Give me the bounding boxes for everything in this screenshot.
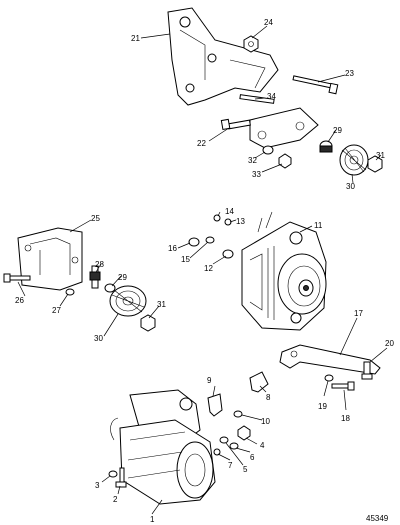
bolt-26 bbox=[3, 273, 31, 283]
bolt-20 bbox=[361, 361, 373, 380]
callout-5: 5 bbox=[243, 465, 248, 474]
bolt-23 bbox=[292, 75, 339, 95]
callout-18: 18 bbox=[341, 414, 350, 423]
spacer-29-upper bbox=[319, 140, 333, 153]
washer-3 bbox=[108, 470, 118, 478]
washer-6 bbox=[229, 442, 239, 450]
idler-pulley-30-upper bbox=[339, 144, 369, 176]
idler-pulley-30-lower bbox=[109, 285, 147, 317]
washer-7 bbox=[213, 448, 221, 456]
callout-29-upper: 29 bbox=[333, 126, 342, 135]
adjusting-bracket bbox=[249, 107, 319, 149]
callout-28: 28 bbox=[95, 260, 104, 269]
hardware-14 bbox=[213, 214, 221, 222]
nut-24 bbox=[243, 35, 259, 53]
callout-6: 6 bbox=[250, 453, 255, 462]
bolt-18 bbox=[331, 381, 355, 391]
idler-bracket bbox=[17, 227, 83, 291]
terminal-9 bbox=[207, 393, 223, 417]
washer-5 bbox=[219, 436, 229, 444]
callout-23: 23 bbox=[345, 69, 354, 78]
bolt-2 bbox=[115, 467, 127, 488]
callout-2: 2 bbox=[113, 495, 118, 504]
hardware-16 bbox=[188, 237, 200, 247]
nut-33 bbox=[278, 153, 292, 169]
nut-4 bbox=[237, 425, 251, 441]
callout-24: 24 bbox=[264, 18, 273, 27]
callout-4: 4 bbox=[260, 441, 265, 450]
callout-1: 1 bbox=[150, 515, 155, 524]
callout-20: 20 bbox=[385, 339, 394, 348]
callout-3: 3 bbox=[95, 481, 100, 490]
callout-10: 10 bbox=[261, 417, 270, 426]
callout-19: 19 bbox=[318, 402, 327, 411]
callout-30-upper: 30 bbox=[346, 182, 355, 191]
callout-22: 22 bbox=[197, 139, 206, 148]
nut-31-lower bbox=[140, 314, 156, 332]
callout-9: 9 bbox=[207, 376, 212, 385]
alternator bbox=[241, 211, 327, 331]
leader-lines bbox=[17, 25, 388, 515]
callout-29: 29 bbox=[118, 273, 127, 282]
starter-motor bbox=[110, 389, 216, 505]
washer-19 bbox=[324, 374, 334, 382]
spacer-29-lower bbox=[104, 283, 116, 293]
bolt-22 bbox=[220, 118, 251, 131]
callout-11: 11 bbox=[314, 221, 323, 230]
callout-21: 21 bbox=[131, 34, 140, 43]
callout-25: 25 bbox=[91, 214, 100, 223]
callout-27: 27 bbox=[52, 306, 61, 315]
washer-10 bbox=[233, 410, 243, 418]
figure-number: 45349 bbox=[366, 514, 389, 523]
boot-8 bbox=[249, 371, 269, 393]
callout-31: 31 bbox=[157, 300, 166, 309]
callout-33: 33 bbox=[252, 170, 261, 179]
callout-34: 34 bbox=[267, 92, 276, 101]
stud-28 bbox=[89, 265, 101, 289]
callout-30: 30 bbox=[94, 334, 103, 343]
callout-26: 26 bbox=[15, 296, 24, 305]
brace bbox=[279, 344, 381, 375]
washer-32 bbox=[262, 145, 274, 155]
callout-8: 8 bbox=[266, 393, 271, 402]
washer-27 bbox=[65, 288, 75, 296]
callout-15: 15 bbox=[181, 255, 190, 264]
callout-14: 14 bbox=[225, 207, 234, 216]
callout-7: 7 bbox=[228, 461, 233, 470]
callout-32: 32 bbox=[248, 156, 257, 165]
callout-13: 13 bbox=[236, 217, 245, 226]
hardware-15 bbox=[205, 236, 215, 244]
alternator-mounting-bracket bbox=[167, 7, 279, 106]
nut-31-upper bbox=[367, 155, 383, 173]
callout-16: 16 bbox=[168, 244, 177, 253]
callout-17: 17 bbox=[354, 309, 363, 318]
callout-12: 12 bbox=[204, 264, 213, 273]
callout-labels: 1 2 3 4 5 6 7 8 9 10 11 12 13 14 15 16 1… bbox=[15, 18, 394, 524]
callout-31-upper: 31 bbox=[376, 151, 385, 160]
